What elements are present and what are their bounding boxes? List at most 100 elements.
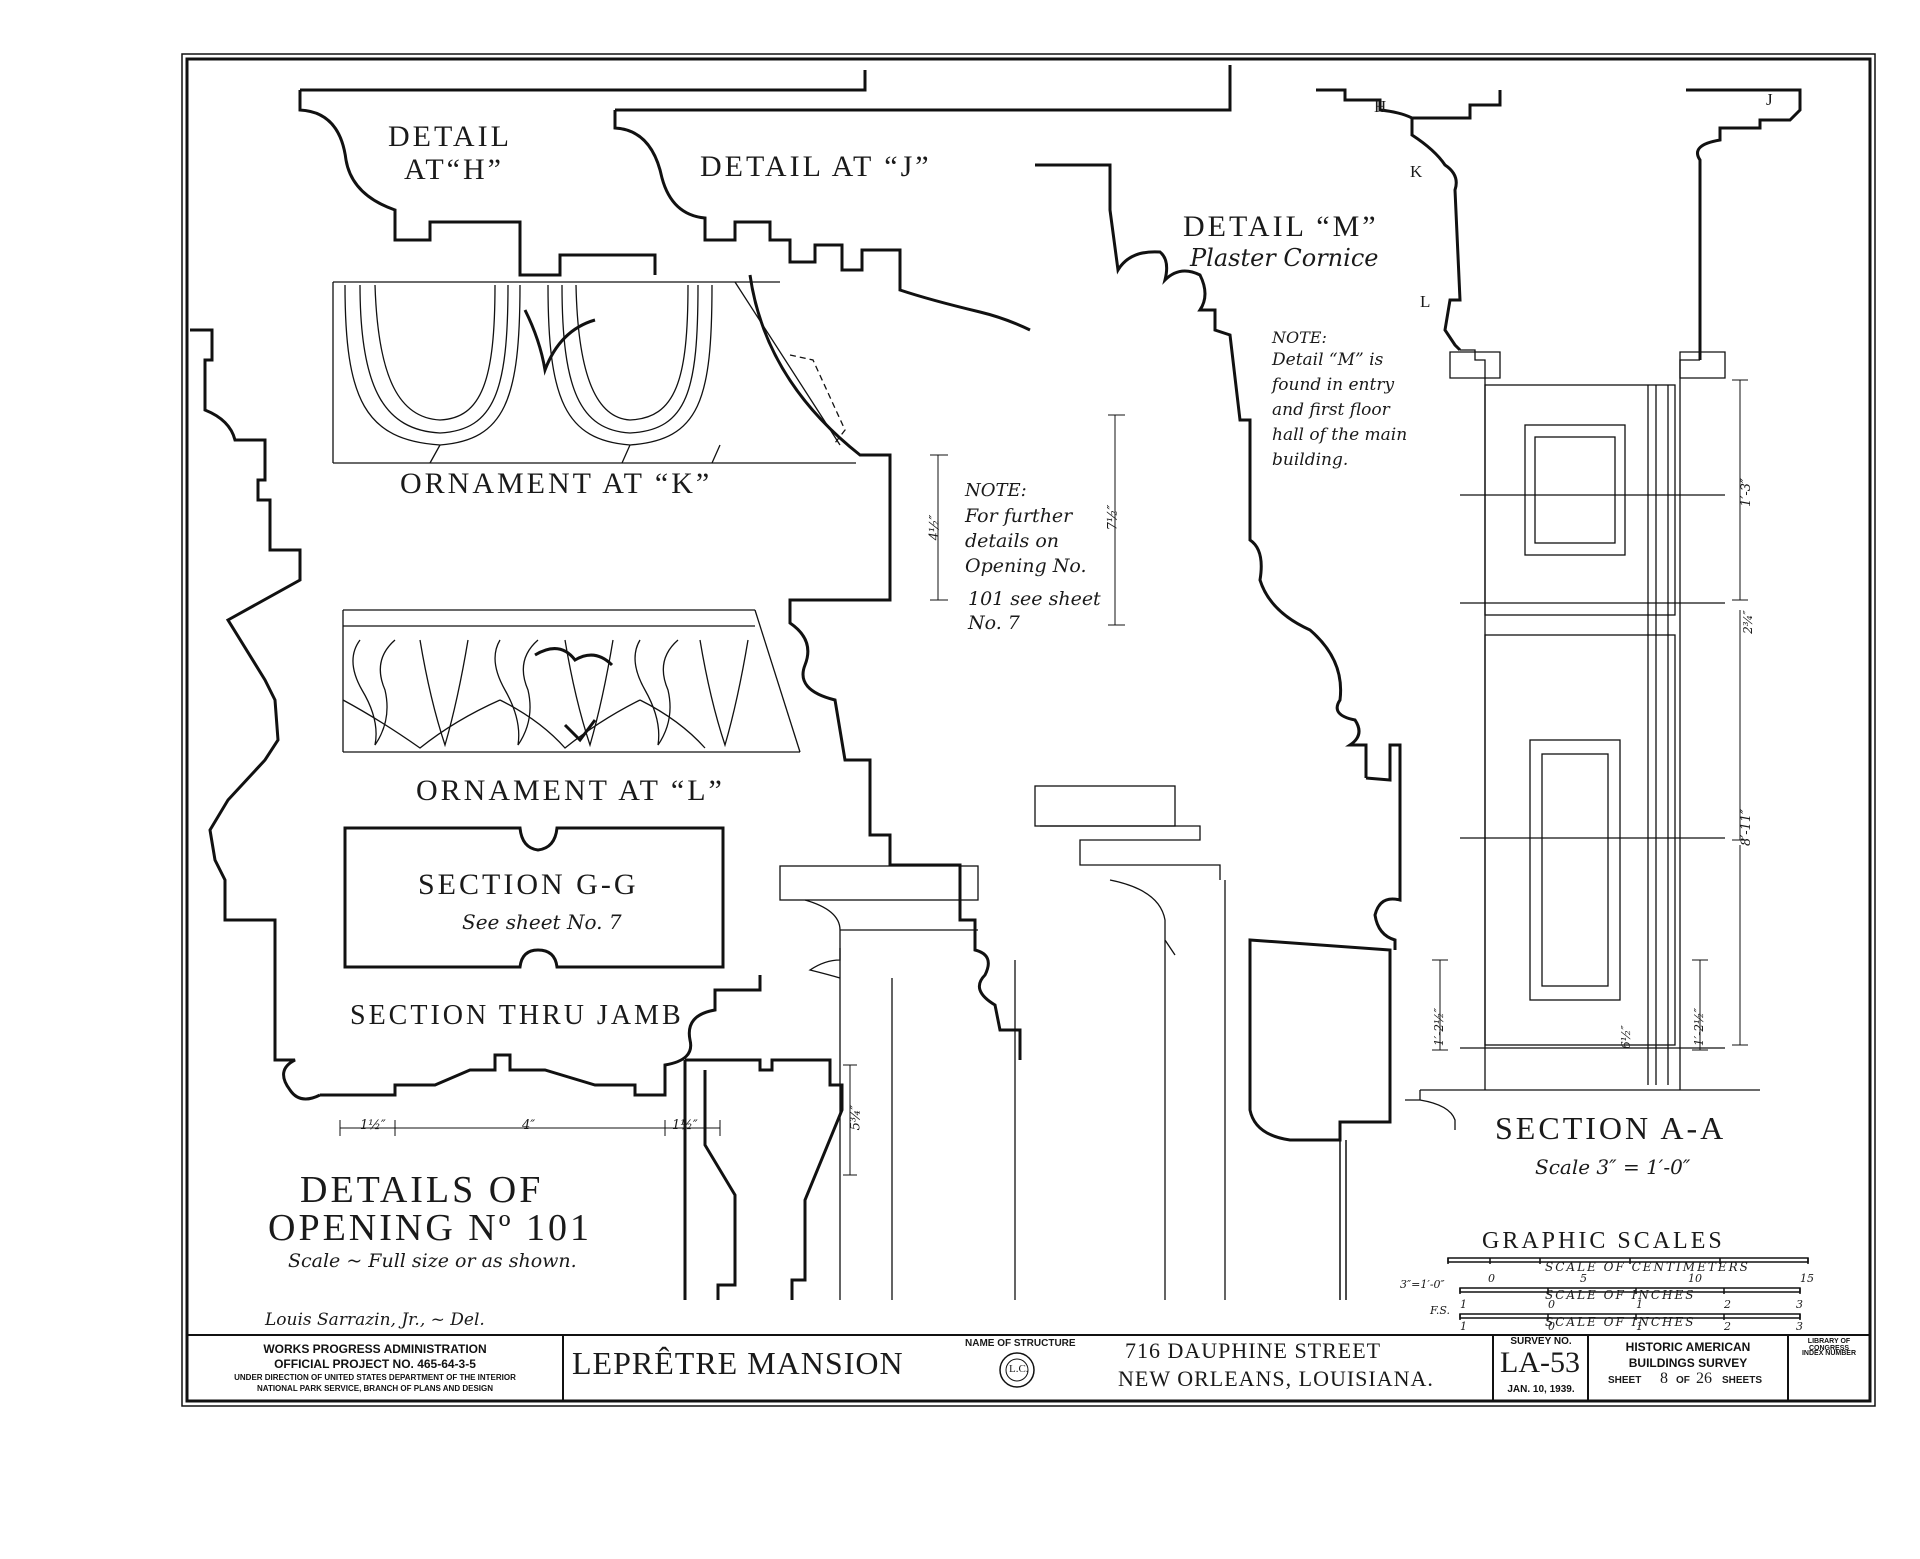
scale-inch-label: SCALE OF INCHES: [1545, 1288, 1696, 1302]
detail-h-profile: [298, 70, 867, 277]
dim-7-5: 7½″: [1105, 504, 1121, 531]
scale-row1-prefix: 3″=1′-0″: [1400, 1278, 1445, 1291]
detail-h-heading-at: AT“H”: [404, 153, 504, 186]
marker-j: J: [1766, 90, 1773, 109]
ornament-l-heading: ORNAMENT AT “L”: [416, 774, 725, 807]
section-aa-heading: SECTION A-A: [1495, 1110, 1727, 1146]
note-opening-line-5: No. 7: [968, 612, 1020, 634]
note-m-line-3: and first floor: [1272, 400, 1390, 420]
sheet-total: 26: [1696, 1370, 1712, 1387]
section-aa-drawing: [1316, 88, 1802, 1130]
detail-m-heading: DETAIL “M”: [1183, 210, 1379, 243]
loc-line-1: LIBRARY OF CONGRESS: [1807, 1338, 1851, 1352]
fs-tick-1a: 1: [1460, 1320, 1467, 1333]
loc-seal: [999, 1352, 1035, 1388]
cm-tick-0: 0: [1488, 1272, 1495, 1285]
cm-tick-5: 5: [1580, 1272, 1587, 1285]
note-opening-title: NOTE:: [965, 480, 1027, 501]
fs-tick-3: 3: [1796, 1320, 1803, 1333]
dim-6-5: 6½″: [1618, 1025, 1633, 1049]
habs-line-2: BUILDINGS SURVEY: [1628, 1356, 1748, 1370]
name-of-structure-label: NAME OF STRUCTURE: [965, 1338, 1076, 1349]
section-gg-heading: SECTION G-G: [418, 868, 639, 901]
survey-number: LA-53: [1500, 1346, 1580, 1379]
detail-m-subheading: Plaster Cornice: [1190, 244, 1379, 272]
in-tick-1b: 1: [1636, 1298, 1643, 1311]
survey-date: JAN. 10, 1939.: [1507, 1384, 1575, 1395]
in-tick-3a: 3: [1796, 1298, 1803, 1311]
section-gg-subheading: See sheet No. 7: [462, 910, 622, 934]
note-m-line-4: hall of the main: [1272, 425, 1408, 445]
cm-tick-10: 10: [1688, 1272, 1702, 1285]
sheet-word: SHEET: [1608, 1375, 1642, 1386]
section-thru-jamb-heading: SECTION THRU JAMB: [350, 1000, 684, 1031]
note-m-line-1: Detail “M” is: [1272, 350, 1384, 370]
sheets-word: SHEETS: [1722, 1375, 1763, 1386]
sheet-number: 8: [1660, 1370, 1668, 1387]
note-m-line-5: building.: [1272, 450, 1349, 470]
in-tick-2a: 2: [1724, 1298, 1731, 1311]
fs-tick-2: 2: [1724, 1320, 1731, 1333]
scale-cm-label: SCALE OF CENTIMETERS: [1545, 1260, 1750, 1274]
address-line-2: NEW ORLEANS, LOUISIANA.: [1118, 1366, 1434, 1391]
wpa-line-3: UNDER DIRECTION OF UNITED STATES DEPARTM…: [234, 1373, 516, 1382]
fs-tick-1b: 1: [1636, 1320, 1643, 1333]
survey-no-label: SURVEY NO.: [1510, 1336, 1572, 1347]
marker-k: K: [1410, 162, 1423, 181]
dim-1-2-5-left: 1′-2½″: [1432, 1007, 1447, 1047]
detail-h-heading: DETAIL: [388, 120, 512, 153]
dim-1-5-left: 1½″: [360, 1118, 386, 1133]
graphic-scale-bars: [1447, 1257, 1809, 1320]
drawing-title-line1: DETAILS OF: [300, 1169, 544, 1211]
detail-j-profile: [613, 65, 1232, 332]
opening-main-profile: [748, 274, 1022, 1060]
in-tick-1a: 1: [1460, 1298, 1467, 1311]
lower-right-jamb: [1248, 938, 1392, 1142]
habs-line-1: HISTORIC AMERICAN: [1625, 1340, 1751, 1354]
right-lower-profile: [1365, 743, 1402, 950]
marker-h: H: [1374, 97, 1387, 116]
dimension-lines: [339, 379, 1748, 1176]
section-thru-jamb-profile: [320, 975, 762, 1097]
fs-tick-0: 0: [1548, 1320, 1555, 1333]
dim-1-3: 1′-3″: [1738, 478, 1754, 507]
pilaster-elevation: [779, 785, 1226, 1300]
wpa-line-2: OFFICIAL PROJECT NO. 465-64-3-5: [274, 1357, 476, 1371]
scale-inch-label-fs: SCALE OF INCHES: [1545, 1315, 1696, 1329]
dim-4: 4″: [522, 1118, 536, 1133]
note-opening-line-2: details on: [965, 530, 1059, 552]
note-m-line-2: found in entry: [1272, 375, 1395, 395]
dim-2-75: 2¾″: [1740, 610, 1755, 634]
scale-row2-prefix: F.S.: [1430, 1304, 1451, 1317]
address-line-1: 716 DAUPHINE STREET: [1125, 1338, 1382, 1363]
title-block-frame: [187, 1334, 1870, 1401]
dim-4-5: 4½″: [927, 514, 943, 541]
outer-border: [181, 53, 1876, 1407]
note-opening-line-4: 101 see sheet: [968, 588, 1101, 610]
delineator-signature: Louis Sarrazin, Jr., ~ Del.: [265, 1310, 485, 1330]
jamb-outer-profile: [190, 328, 321, 1101]
drawing-title-line2: OPENING Nº 101: [268, 1207, 592, 1249]
loc-seal-text: L.C.: [1009, 1363, 1029, 1375]
detail-j-heading: DETAIL AT “J”: [700, 150, 932, 183]
drawing-scale-note: Scale ~ Full size or as shown.: [288, 1250, 577, 1272]
wpa-line-1: WORKS PROGRESS ADMINISTRATION: [263, 1342, 487, 1356]
note-opening-line-1: For further: [965, 505, 1073, 527]
lower-left-jamb: [683, 1058, 844, 1300]
marker-l: L: [1420, 292, 1431, 311]
of-word: OF: [1676, 1375, 1690, 1386]
loc-line-2: INDEX NUMBER: [1801, 1350, 1857, 1357]
ornament-k-drawing: [332, 281, 856, 464]
note-m-title: NOTE:: [1272, 328, 1327, 347]
dim-1-5-right: 1½″: [672, 1118, 698, 1133]
structure-name: LEPRÊTRE MANSION: [572, 1345, 904, 1381]
dim-5-75: 5¾″: [848, 1104, 864, 1131]
cm-tick-15: 15: [1800, 1272, 1814, 1285]
in-tick-0a: 0: [1548, 1298, 1555, 1311]
note-opening-line-3: Opening No.: [965, 555, 1087, 577]
inner-border: [185, 57, 1872, 1403]
wpa-line-4: NATIONAL PARK SERVICE, BRANCH OF PLANS A…: [256, 1384, 493, 1393]
ornament-k-heading: ORNAMENT AT “K”: [400, 467, 713, 500]
section-aa-scale: Scale 3″ = 1′-0″: [1535, 1155, 1691, 1179]
